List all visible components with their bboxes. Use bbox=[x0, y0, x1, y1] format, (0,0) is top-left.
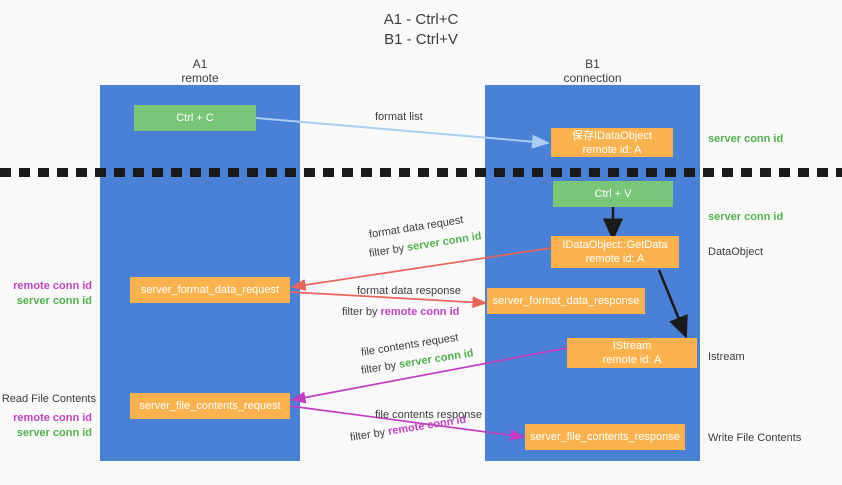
filter-prefix: filter by bbox=[349, 425, 390, 444]
edge-label-format-data-response-group: format data response filter by remote co… bbox=[342, 284, 461, 320]
box-server-format-data-response[interactable]: server_format_data_response bbox=[487, 288, 645, 314]
annotation-file-server-conn-id: server conn id bbox=[16, 427, 92, 439]
column-header-b1: B1 connection bbox=[563, 57, 622, 85]
filter-value-remote-conn-id: remote conn id bbox=[380, 306, 460, 318]
filter-prefix: filter by bbox=[360, 358, 401, 377]
filter-prefix: filter by bbox=[342, 306, 381, 318]
annotation-format-server-conn-id: server conn id bbox=[16, 295, 92, 307]
annotation-dataobject: DataObject bbox=[708, 246, 764, 258]
box-server-file-contents-request[interactable]: server_file_contents_request bbox=[130, 393, 290, 419]
annotation-write-file-contents: Write File Contents bbox=[708, 432, 802, 444]
box-idataobject-getdata[interactable]: IDataObject::GetData remote id: A bbox=[551, 236, 679, 268]
edge-label-format-data-request-group: format data request filter by server con… bbox=[368, 214, 482, 262]
box-ctrl-c[interactable]: Ctrl + C bbox=[134, 105, 256, 131]
annotation-server-conn-id-top: server conn id bbox=[708, 133, 784, 145]
annotation-file-remote-conn-id: remote conn id bbox=[13, 412, 92, 424]
phase-divider bbox=[0, 168, 842, 177]
box-save-idataobject[interactable]: 保存IDataObject remote id: A bbox=[551, 128, 673, 157]
edge-label-file-contents-request-group: file contents request filter by server c… bbox=[360, 332, 474, 379]
edge-label-file-contents-response: file contents response bbox=[375, 409, 483, 421]
annotation-istream: Istream bbox=[708, 351, 745, 363]
filter-prefix: filter by bbox=[368, 241, 409, 260]
box-ctrl-v[interactable]: Ctrl + V bbox=[553, 181, 673, 207]
edge-label-file-contents-response-group: file contents response filter by remote … bbox=[349, 408, 483, 446]
column-header-a1: A1 remote bbox=[181, 57, 219, 85]
annotation-read-file-contents: Read File Contents bbox=[1, 393, 96, 405]
box-istream[interactable]: IStream remote id: A bbox=[567, 338, 697, 368]
box-server-file-contents-response[interactable]: server_file_contents_response bbox=[525, 424, 685, 450]
page-title: A1 - Ctrl+C B1 - Ctrl+V bbox=[383, 11, 459, 48]
edge-label-format-data-response-filter: filter by remote conn id bbox=[342, 305, 461, 320]
edge-label-format-list: format list bbox=[375, 111, 423, 123]
edge-label-format-data-response: format data response bbox=[357, 285, 461, 297]
box-server-format-data-request[interactable]: server_format_data_request bbox=[130, 277, 290, 303]
annotation-server-conn-id-second: server conn id bbox=[708, 211, 784, 223]
annotation-format-remote-conn-id: remote conn id bbox=[13, 280, 92, 292]
